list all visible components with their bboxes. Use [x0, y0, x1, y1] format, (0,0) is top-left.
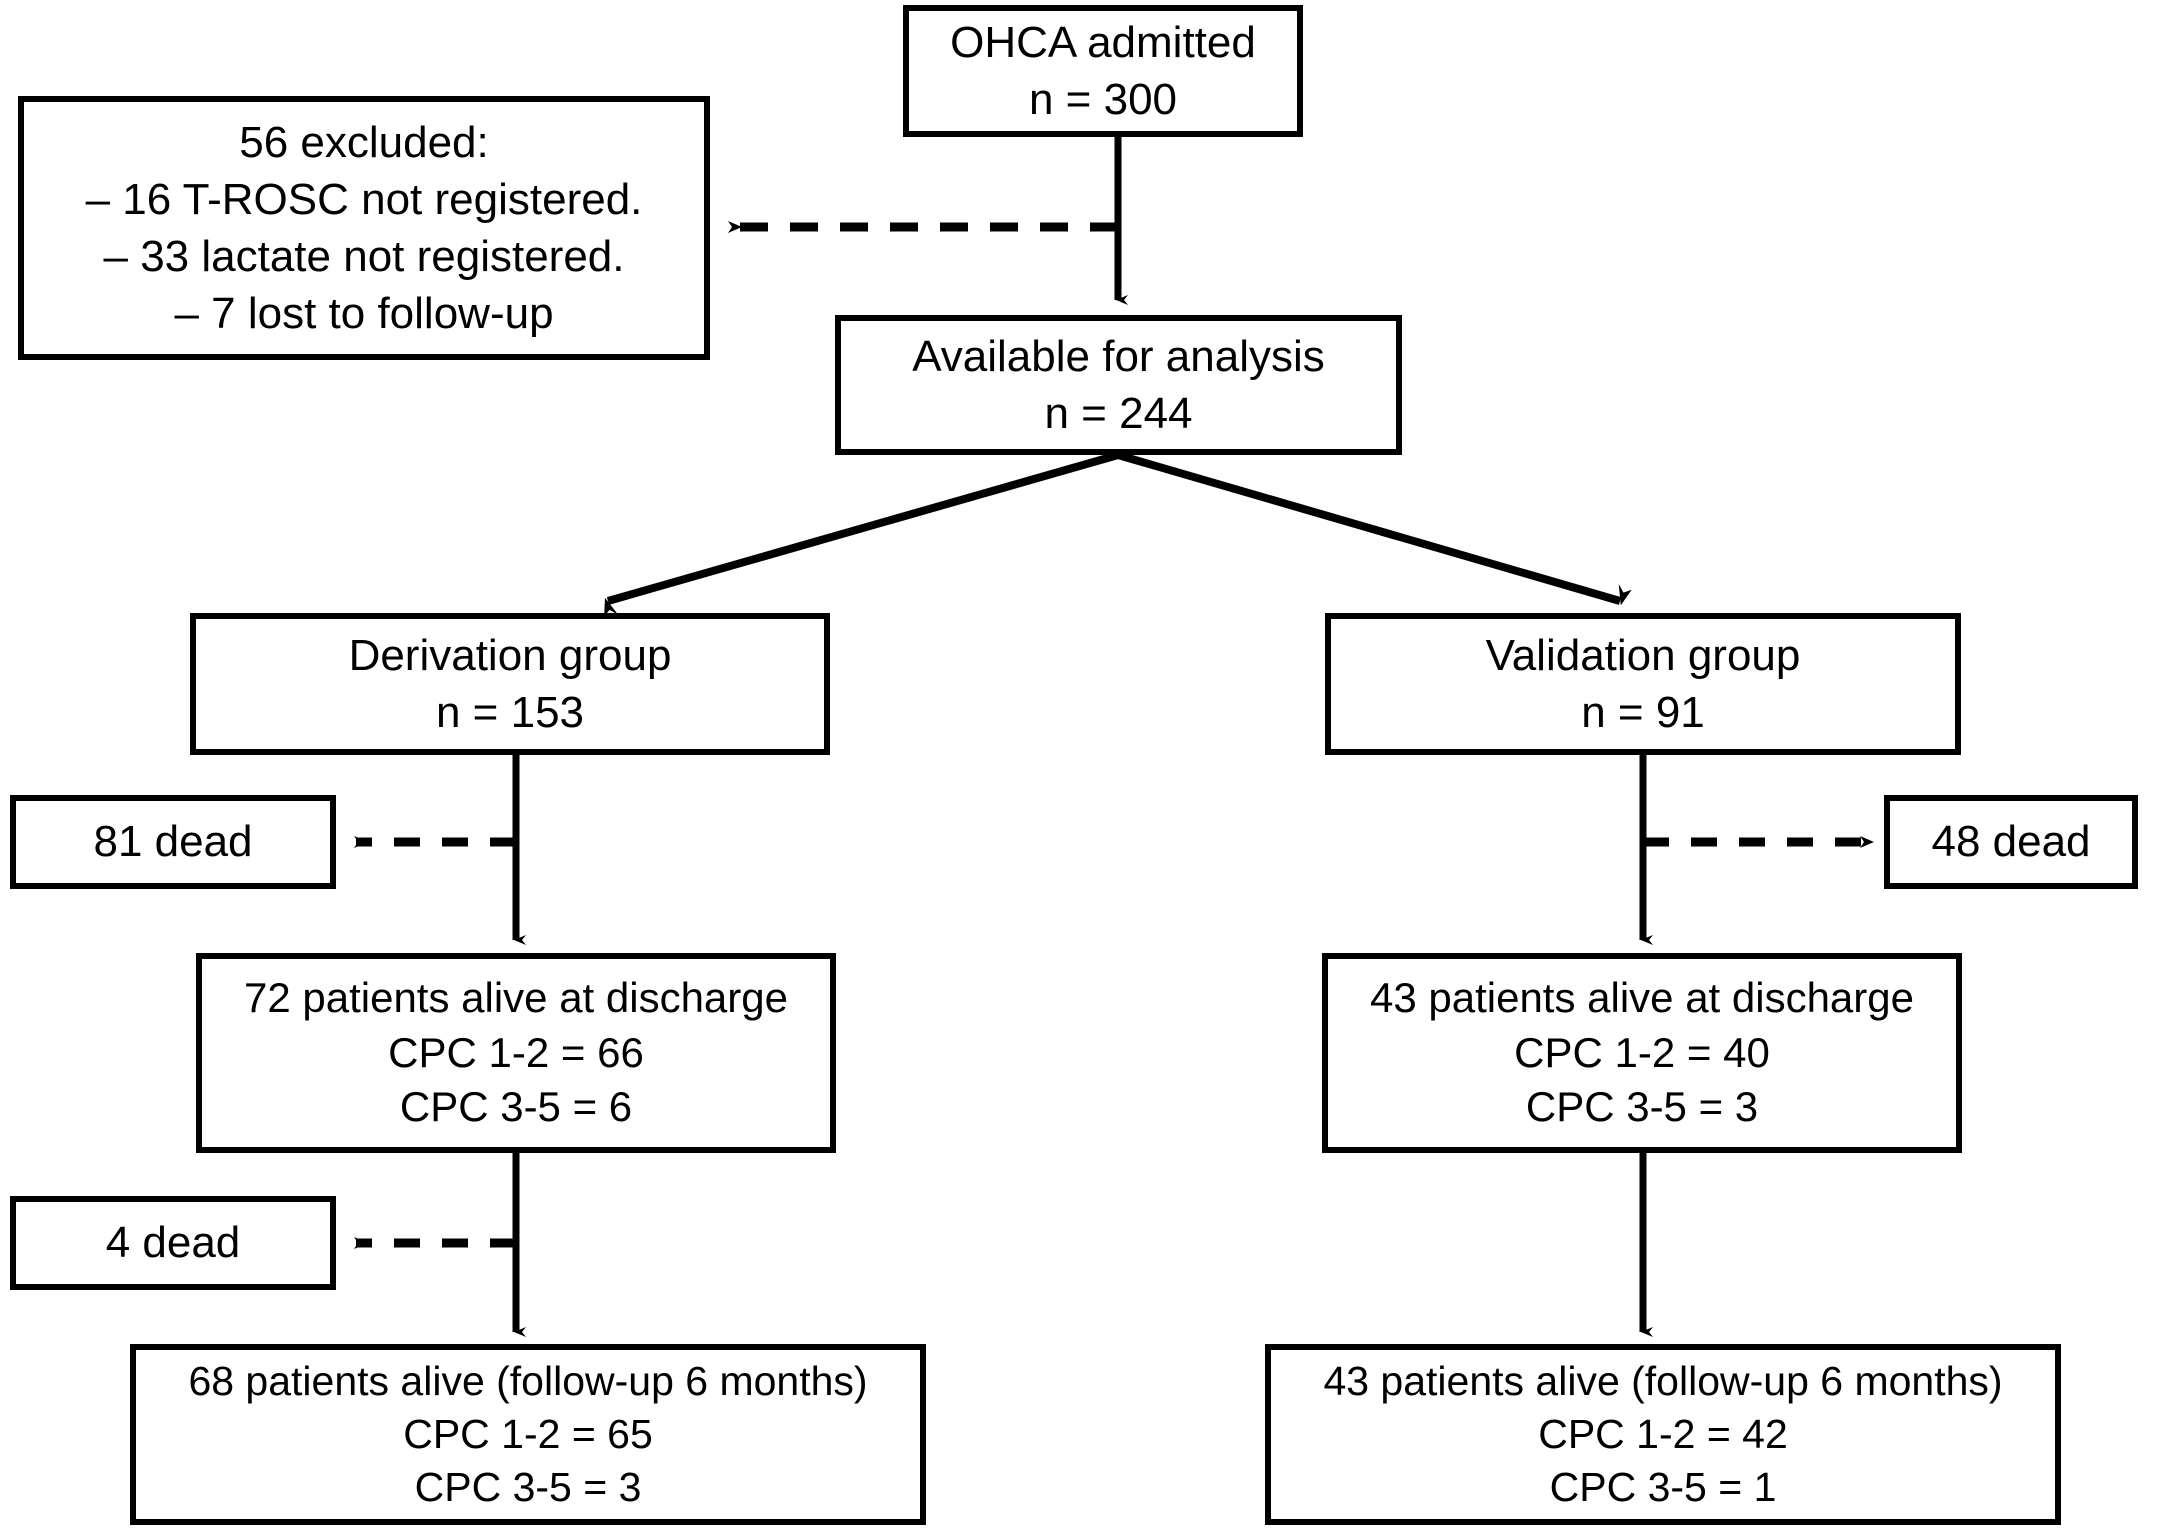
- node-dead-follow-up[interactable]: 4 dead: [10, 1196, 336, 1290]
- node-discharge-derivation-line-1: 72 patients alive at discharge: [243, 974, 788, 1022]
- node-validation-line-1: Validation group: [1485, 630, 1801, 680]
- node-discharge-derivation[interactable]: 72 patients alive at discharge CPC 1-2 =…: [196, 953, 836, 1153]
- node-final-validation-line-1: 43 patients alive (follow-up 6 months): [1323, 1357, 2003, 1404]
- node-dead-derivation-label: 81 dead: [93, 817, 253, 867]
- node-final-derivation[interactable]: 68 patients alive (follow-up 6 months) C…: [130, 1344, 926, 1525]
- node-ohca-admitted[interactable]: OHCA admitted n = 300: [903, 5, 1303, 137]
- node-validation-group[interactable]: Validation group n = 91: [1325, 613, 1961, 755]
- node-excluded[interactable]: 56 excluded: – 16 T-ROSC not registered.…: [18, 96, 710, 360]
- node-final-derivation-line-2: CPC 1-2 = 65: [403, 1410, 653, 1457]
- node-dead-validation-label: 48 dead: [1931, 817, 2091, 867]
- node-discharge-validation-line-2: CPC 1-2 = 40: [1514, 1028, 1770, 1076]
- node-discharge-derivation-line-2: CPC 1-2 = 66: [388, 1028, 644, 1076]
- node-available-line-2: n = 244: [1044, 389, 1193, 438]
- node-ohca-line-1: OHCA admitted: [950, 17, 1256, 67]
- node-discharge-validation-line-1: 43 patients alive at discharge: [1369, 974, 1914, 1022]
- node-excluded-line-1: 56 excluded:: [239, 117, 489, 167]
- node-final-validation-line-2: CPC 1-2 = 42: [1538, 1410, 1788, 1457]
- node-derivation-line-1: Derivation group: [348, 630, 672, 680]
- node-discharge-validation-line-3: CPC 3-5 = 3: [1525, 1083, 1759, 1131]
- node-ohca-line-2: n = 300: [1028, 75, 1178, 124]
- node-final-derivation-line-1: 68 patients alive (follow-up 6 months): [188, 1357, 868, 1404]
- node-excluded-line-2: – 16 T-ROSC not registered.: [85, 174, 643, 224]
- node-excluded-line-3: – 33 lactate not registered.: [103, 232, 625, 281]
- node-excluded-line-4: – 7 lost to follow-up: [174, 289, 554, 339]
- node-final-validation-line-3: CPC 3-5 = 1: [1549, 1464, 1777, 1511]
- node-dead-validation[interactable]: 48 dead: [1884, 795, 2138, 889]
- node-derivation-group[interactable]: Derivation group n = 153: [190, 613, 830, 755]
- node-dead-derivation[interactable]: 81 dead: [10, 795, 336, 889]
- node-final-derivation-line-3: CPC 3-5 = 3: [414, 1464, 642, 1511]
- node-discharge-validation[interactable]: 43 patients alive at discharge CPC 1-2 =…: [1322, 953, 1962, 1153]
- node-available-line-1: Available for analysis: [912, 331, 1325, 381]
- edge-available-to-derivation: [604, 451, 1120, 617]
- node-available-for-analysis[interactable]: Available for analysis n = 244: [835, 315, 1402, 455]
- node-dead-follow-up-label: 4 dead: [105, 1218, 241, 1268]
- node-validation-line-2: n = 91: [1581, 688, 1705, 737]
- node-derivation-line-2: n = 153: [435, 688, 585, 737]
- node-discharge-derivation-line-3: CPC 3-5 = 6: [399, 1083, 633, 1131]
- node-final-validation[interactable]: 43 patients alive (follow-up 6 months) C…: [1265, 1344, 2061, 1525]
- edge-available-to-validation: [1116, 451, 1632, 606]
